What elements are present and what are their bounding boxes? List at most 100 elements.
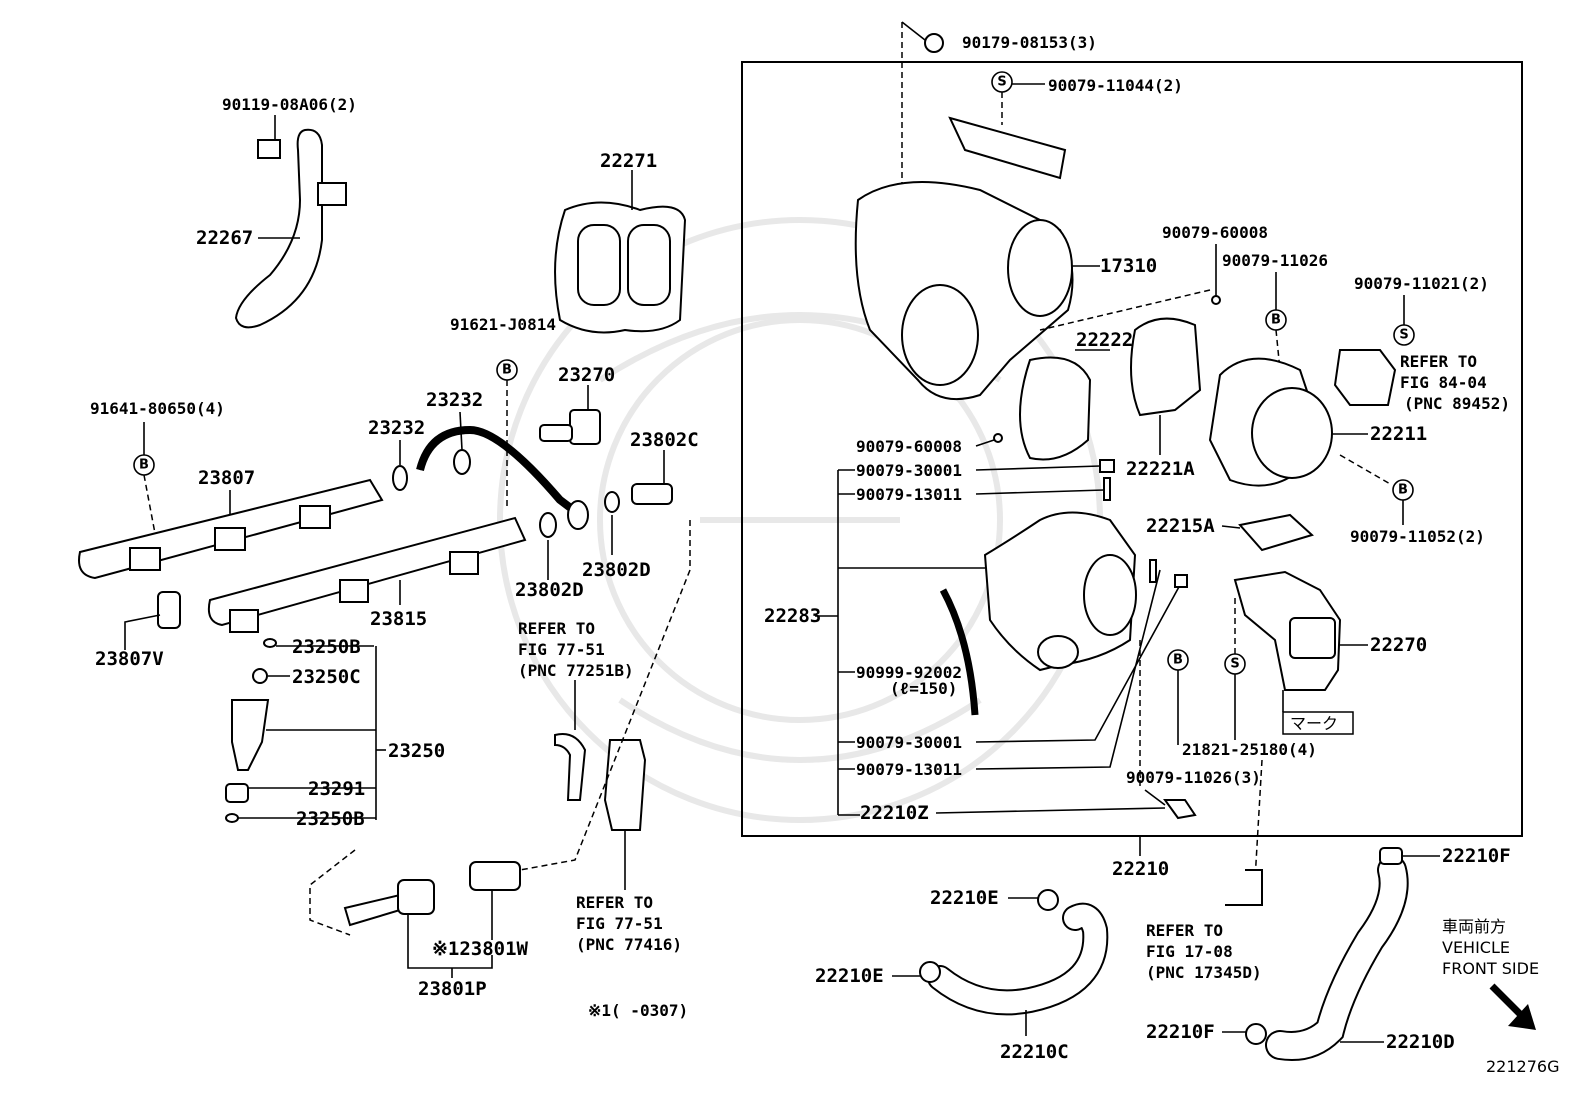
bolt-90179: [924, 33, 944, 53]
label-90179: 90179-08153(3): [962, 33, 1097, 52]
fuel-rail-23807: [78, 478, 384, 580]
ref-84-line1: REFER TO: [1400, 352, 1477, 371]
connector-22210z: [1163, 799, 1197, 820]
label-22210e-b: 22210E: [815, 965, 884, 987]
throttle-assembly-box: [741, 61, 1523, 837]
label-22271: 22271: [600, 150, 657, 172]
label-21821: 21821-25180(4): [1182, 740, 1317, 759]
ref-7751b-line2: FIG 77-51: [576, 914, 663, 933]
label-90119: 90119-08A06(2): [222, 95, 357, 114]
svg-text:B: B: [1173, 653, 1183, 668]
label-90079-13011-a: 90079-13011: [856, 485, 962, 504]
note-code: ※1( -0307): [588, 1001, 688, 1020]
label-23807v: 23807V: [95, 648, 164, 670]
vehicle-direction-en2: FRONT SIDE: [1442, 959, 1539, 978]
circle-s-11021: [1393, 324, 1415, 346]
ref-1708-line1: REFER TO: [1146, 921, 1223, 940]
label-90079-11052: 90079-11052(2): [1350, 527, 1485, 546]
label-22210d: 22210D: [1386, 1031, 1455, 1053]
ref-7751b-line3: (PNC 77416): [576, 935, 682, 954]
sensor-89452: [1333, 349, 1397, 406]
label-22267: 22267: [196, 227, 253, 249]
direction-arrow-icon: [1489, 983, 1536, 1030]
connector-77416: [603, 739, 647, 831]
label-123801w: ※123801W: [432, 938, 529, 960]
label-23250b-b: 23250B: [296, 808, 365, 830]
gasket-22222: [1019, 356, 1092, 461]
label-90079-11021: 90079-11021(2): [1354, 274, 1489, 293]
label-22210f-a: 22210F: [1442, 845, 1511, 867]
clamp-123801w: [469, 861, 521, 891]
label-23801p: 23801P: [418, 978, 487, 1000]
label-22283: 22283: [764, 605, 821, 627]
label-90999: 90999-92002: [856, 663, 962, 682]
clamp-22210e-a: [1037, 889, 1059, 911]
label-23250b-a: 23250B: [292, 636, 361, 658]
label-23802d-a: 23802D: [515, 579, 584, 601]
label-17310: 17310: [1100, 255, 1157, 277]
svg-text:S: S: [997, 75, 1006, 90]
label-23802c: 23802C: [630, 429, 699, 451]
label-90079-13011-b: 90079-13011: [856, 760, 962, 779]
label-23250: 23250: [388, 740, 445, 762]
label-23807: 23807: [198, 467, 255, 489]
label-90079-60008-a: 90079-60008: [1162, 223, 1268, 242]
svg-text:B: B: [502, 363, 512, 378]
marker-label: マーク: [1290, 714, 1338, 733]
label-23232-a: 23232: [368, 417, 425, 439]
actuator-22270: [1233, 570, 1342, 691]
label-90999-length: (ℓ=150): [890, 679, 957, 698]
ref-1708-line2: FIG 17-08: [1146, 942, 1233, 961]
label-22221a: 22221A: [1126, 458, 1195, 480]
label-90079-11044: 90079-11044(2): [1048, 76, 1183, 95]
label-22210c: 22210C: [1000, 1041, 1069, 1063]
label-91641: 91641-80650(4): [90, 399, 225, 418]
ref-7751b-line1: REFER TO: [576, 893, 653, 912]
figure-code: 221276G: [1486, 1057, 1559, 1076]
svg-text:S: S: [1399, 328, 1408, 343]
label-90079-11026-b: 90079-11026(3): [1126, 768, 1261, 787]
clamp-22210f-b: [1245, 1023, 1267, 1045]
ref-7751a-line3: (PNC 77251B): [518, 661, 634, 680]
label-22270: 22270: [1370, 634, 1427, 656]
label-22215a: 22215A: [1146, 515, 1215, 537]
label-23815: 23815: [370, 608, 427, 630]
pipe-17345d: [1225, 869, 1263, 906]
label-22210f-b: 22210F: [1146, 1021, 1215, 1043]
label-90079-30001-b: 90079-30001: [856, 733, 962, 752]
label-23802d-b: 23802D: [582, 559, 651, 581]
label-23250c: 23250C: [292, 666, 361, 688]
label-22210e-a: 22210E: [930, 887, 999, 909]
injector-23250: [225, 638, 277, 823]
svg-text:B: B: [139, 458, 149, 473]
bracket-22267: [234, 128, 347, 329]
label-90079-11026-a: 90079-11026: [1222, 251, 1328, 270]
label-22210: 22210: [1112, 858, 1169, 880]
ref-7751a-line2: FIG 77-51: [518, 640, 605, 659]
vehicle-direction-jp: 車両前方: [1442, 917, 1506, 936]
svg-text:S: S: [1230, 657, 1239, 672]
ref-84-line3: (PNC 89452): [1404, 394, 1510, 413]
sensor-23270: [539, 409, 601, 445]
label-91621: 91621-J0814: [450, 315, 556, 334]
hose-23801: [343, 893, 401, 927]
label-22211: 22211: [1370, 423, 1427, 445]
hose-90999: [939, 588, 979, 716]
svg-text:B: B: [1271, 313, 1281, 328]
label-90079-60008-b: 90079-60008: [856, 437, 962, 456]
label-90079-30001-a: 90079-30001: [856, 461, 962, 480]
throttle-body-22283: [983, 511, 1137, 672]
label-23270: 23270: [558, 364, 615, 386]
hose-22210c: [927, 902, 1109, 1016]
part-23807v: [157, 591, 181, 629]
clamp-22210f-a: [1379, 847, 1403, 865]
intake-body-17310: [854, 116, 1074, 401]
label-22210z: 22210Z: [860, 802, 929, 824]
fuel-rail-23815: [207, 516, 527, 633]
ref-1708-line3: (PNC 17345D): [1146, 963, 1262, 982]
svg-text:B: B: [1398, 483, 1408, 498]
label-23232-b: 23232: [426, 389, 483, 411]
gasket-22271: [554, 201, 687, 334]
gasket-22215a: [1238, 513, 1314, 552]
hose-22210d: [1265, 855, 1409, 1061]
